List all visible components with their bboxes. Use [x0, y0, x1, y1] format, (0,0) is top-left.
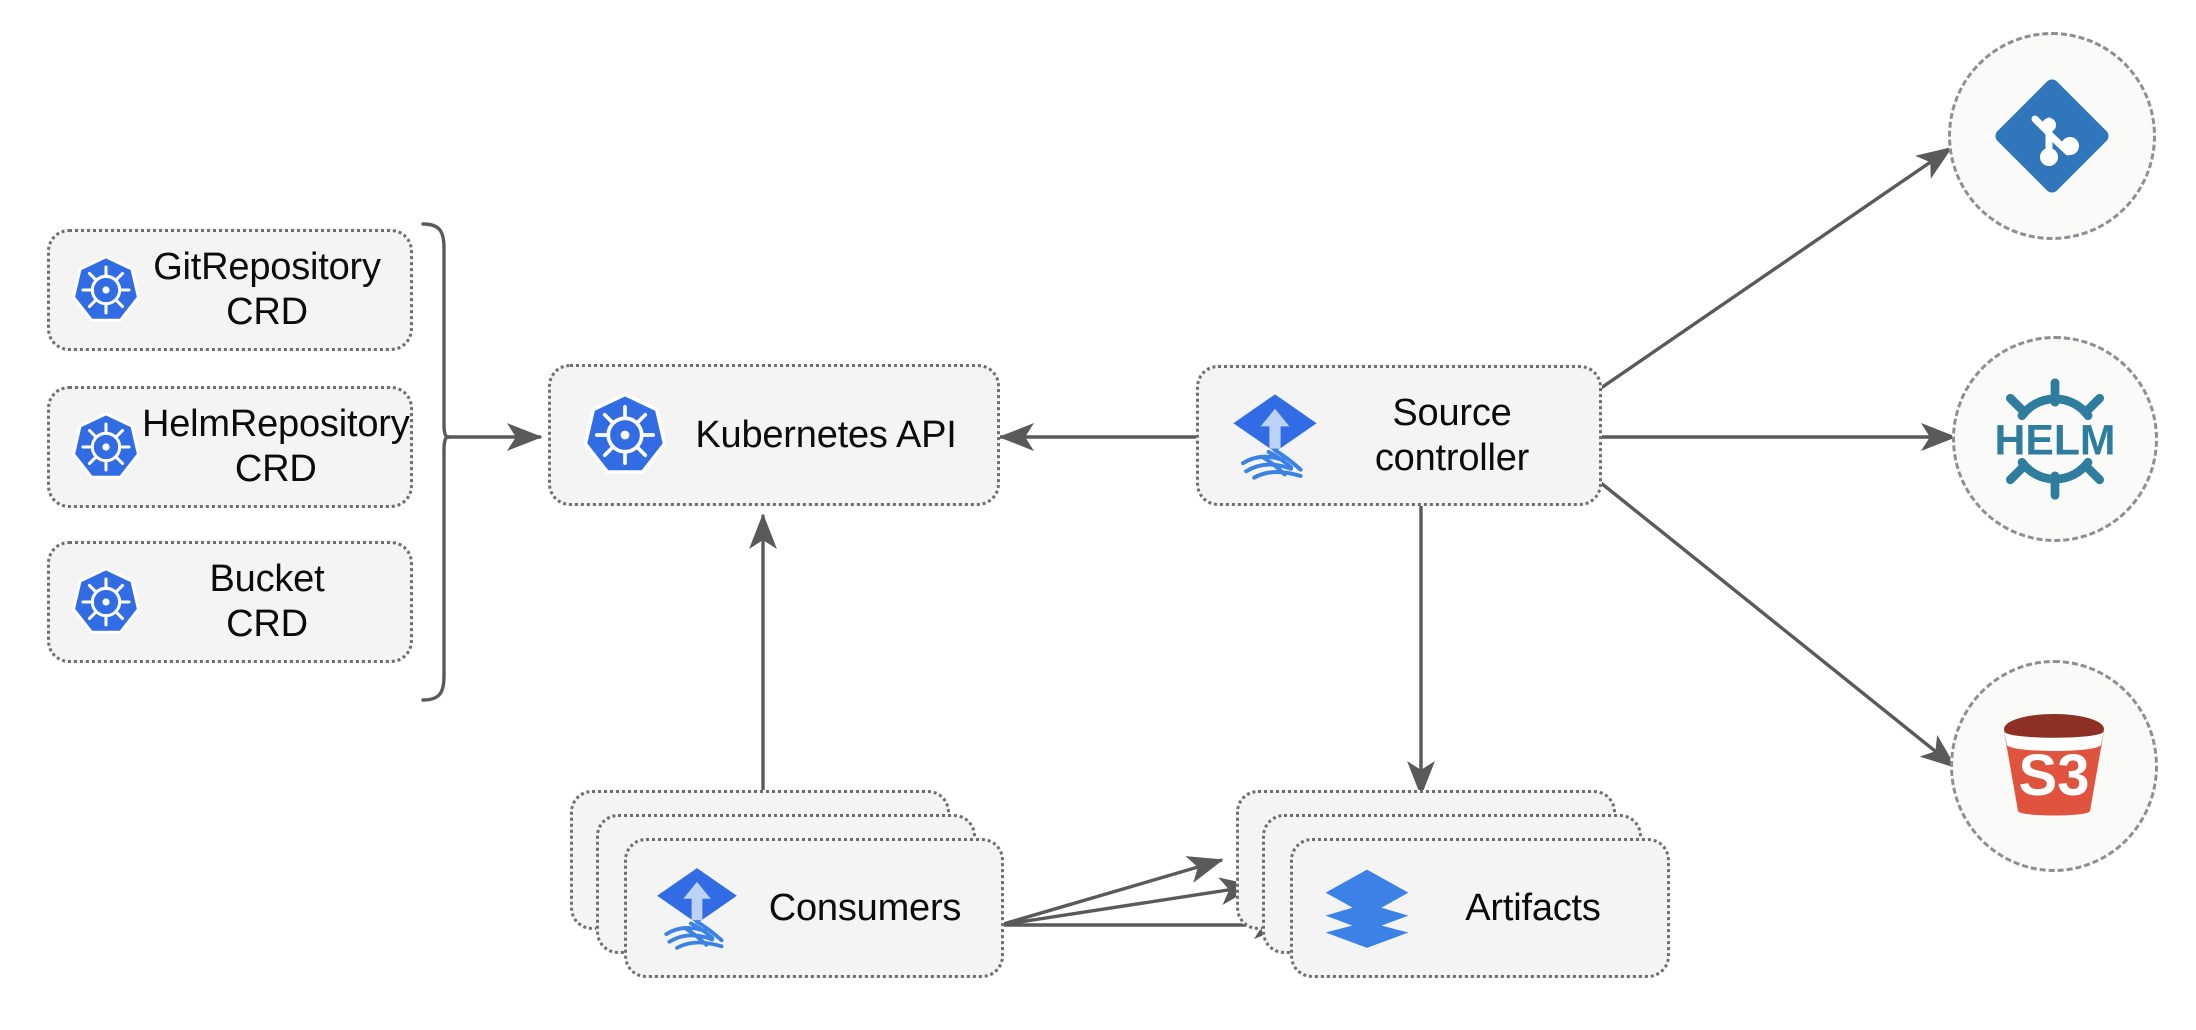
- flux-icon: [651, 862, 743, 954]
- node-artifacts[interactable]: Artifacts: [1290, 838, 1670, 978]
- kubernetes-icon: [70, 254, 142, 326]
- helm-icon: HELM: [1987, 373, 2123, 505]
- kubernetes-icon: [581, 391, 669, 479]
- node-helm[interactable]: HELM: [1952, 336, 2158, 542]
- node-git[interactable]: [1948, 32, 2156, 240]
- flux-icon: [1227, 388, 1323, 484]
- node-bucket-crd[interactable]: Bucket CRD: [47, 541, 413, 663]
- helm-label: HELM: [1995, 417, 2116, 465]
- node-label: Source controller: [1374, 391, 1530, 479]
- node-helmrepository-crd[interactable]: HelmRepository CRD: [47, 386, 413, 508]
- edge-consumers-to-artifacts-2: [999, 877, 1256, 927]
- node-label: Kubernetes API: [695, 413, 957, 456]
- edge-source-controller-to-git: [1600, 146, 1953, 390]
- node-label: GitRepository CRD: [153, 246, 381, 333]
- node-consumers[interactable]: Consumers: [624, 838, 1004, 978]
- node-gitrepository-crd[interactable]: GitRepository CRD: [47, 229, 413, 351]
- node-s3[interactable]: S3: [1950, 660, 2158, 872]
- s3-bucket-icon: S3: [1992, 707, 2116, 825]
- edge-source-controller-to-s3: [1599, 481, 1957, 769]
- node-source-controller[interactable]: Source controller: [1196, 365, 1602, 506]
- kubernetes-icon: [70, 411, 142, 483]
- node-label: Consumers: [768, 886, 962, 929]
- layers-icon: [1321, 862, 1413, 954]
- s3-label: S3: [2019, 743, 2090, 808]
- git-icon: [1992, 76, 2112, 196]
- node-label: Bucket CRD: [209, 558, 325, 645]
- kubernetes-icon: [70, 566, 142, 638]
- node-kubernetes-api[interactable]: Kubernetes API: [548, 364, 1000, 506]
- node-label: HelmRepository CRD: [142, 403, 410, 490]
- node-label: Artifacts: [1465, 886, 1601, 929]
- edge-consumers-to-artifacts-1: [999, 856, 1224, 927]
